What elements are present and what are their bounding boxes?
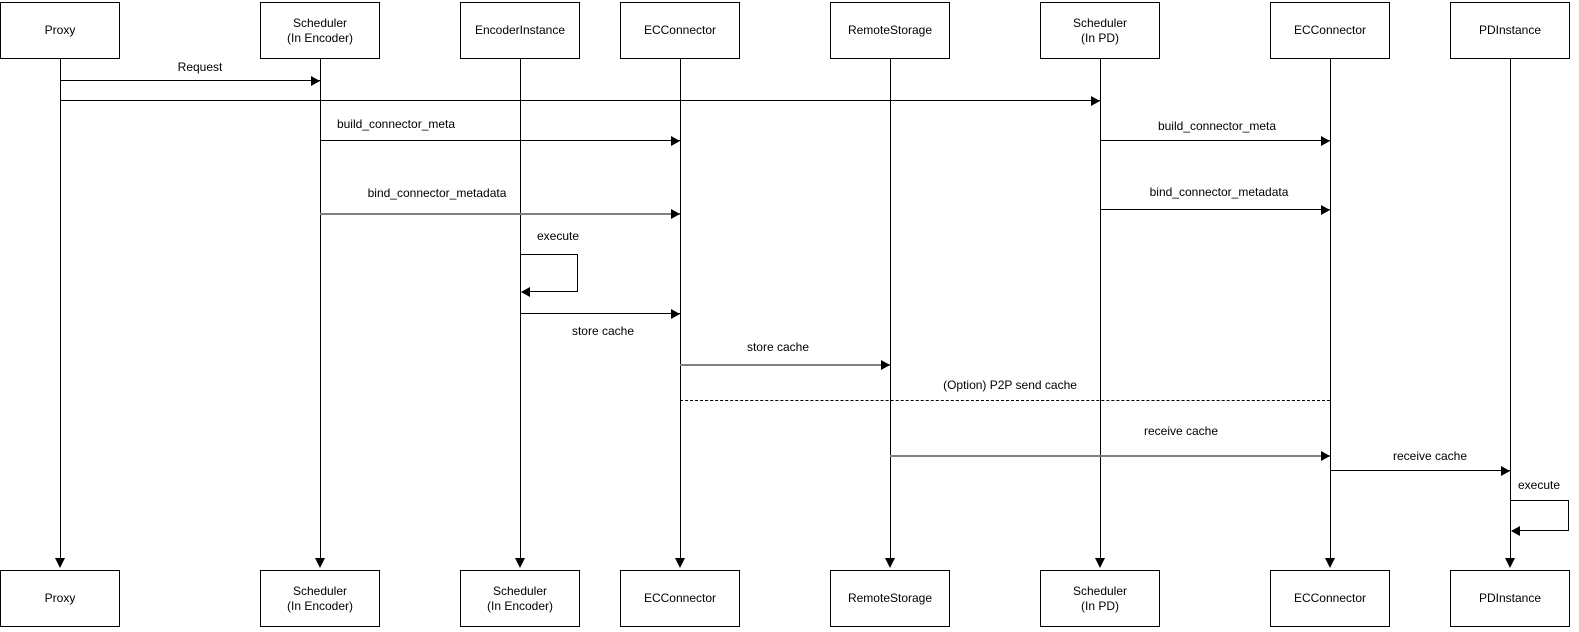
participant-bottom-box-encoder-instance: Scheduler(In Encoder) xyxy=(460,570,580,627)
self-loop-bottom xyxy=(1512,530,1569,531)
lifeline-end-arrowhead xyxy=(885,558,895,568)
participant-top-box-ec-connector-right: ECConnector xyxy=(1270,2,1390,59)
lifeline-end-arrowhead xyxy=(1325,558,1335,568)
participant-top-label: Proxy xyxy=(44,23,76,37)
participant-top-label: ECConnector xyxy=(1293,23,1367,37)
participant-bottom-label: (In Encoder) xyxy=(486,598,554,613)
participant-bottom-box-proxy: Proxy xyxy=(0,570,120,627)
message-line xyxy=(1100,209,1330,210)
message-arrowhead xyxy=(1091,95,1100,106)
message-label: bind_connector_metadata xyxy=(1147,185,1291,199)
participant-top-box-remote-storage: RemoteStorage xyxy=(830,2,950,59)
message-line xyxy=(680,400,1330,401)
self-loop-top xyxy=(1510,500,1568,501)
message-line xyxy=(1100,140,1330,141)
message-label: bind_connector_metadata xyxy=(365,186,509,200)
participant-bottom-label: Scheduler xyxy=(492,583,548,598)
message-label: receive cache xyxy=(1141,424,1221,438)
message-arrowhead xyxy=(671,308,680,319)
participant-bottom-label: Scheduler xyxy=(1072,583,1128,598)
participant-bottom-box-scheduler-pd: Scheduler(In PD) xyxy=(1040,570,1160,627)
message-line xyxy=(60,80,320,81)
participant-bottom-label: Scheduler xyxy=(292,583,348,598)
lifeline-end-arrowhead xyxy=(315,558,325,568)
participant-bottom-label: (In PD) xyxy=(1080,598,1119,613)
message-label: receive cache xyxy=(1390,449,1470,463)
lifeline-end-arrowhead xyxy=(1505,558,1515,568)
self-loop-label: execute xyxy=(1518,478,1561,492)
lifeline-ec-connector-right xyxy=(1330,59,1331,558)
lifeline-scheduler-pd xyxy=(1100,59,1101,558)
lifeline-end-arrowhead xyxy=(55,558,65,568)
self-loop-bottom xyxy=(522,291,578,292)
message-line xyxy=(680,364,890,366)
participant-bottom-label: PDInstance xyxy=(1478,591,1542,605)
message-line xyxy=(890,455,1330,457)
participant-bottom-box-ec-connector-right: ECConnector xyxy=(1270,570,1390,627)
self-loop-arrowhead xyxy=(521,286,530,297)
participant-bottom-box-remote-storage: RemoteStorage xyxy=(830,570,950,627)
message-arrowhead xyxy=(881,359,890,370)
message-label: build_connector_meta xyxy=(1155,119,1279,133)
lifeline-end-arrowhead xyxy=(1095,558,1105,568)
participant-top-box-pd-instance: PDInstance xyxy=(1450,2,1570,59)
participant-top-box-scheduler-encoder: Scheduler(In Encoder) xyxy=(260,2,380,59)
message-arrowhead xyxy=(1321,204,1330,215)
participant-top-label: (In PD) xyxy=(1080,30,1119,45)
participant-top-label: (In Encoder) xyxy=(286,30,354,45)
lifeline-proxy xyxy=(60,59,61,558)
participant-bottom-box-ec-connector-left: ECConnector xyxy=(620,570,740,627)
message-label: (Option) P2P send cache xyxy=(941,378,1079,392)
participant-bottom-label: ECConnector xyxy=(1293,591,1367,605)
message-arrowhead xyxy=(1321,135,1330,146)
participant-bottom-label: (In Encoder) xyxy=(286,598,354,613)
lifeline-pd-instance xyxy=(1510,59,1511,558)
message-label: Request xyxy=(175,60,225,74)
message-label: build_connector_meta xyxy=(334,117,458,131)
lifeline-end-arrowhead xyxy=(515,558,525,568)
self-loop-right xyxy=(1568,500,1569,531)
message-label: store cache xyxy=(744,340,812,354)
participant-top-label: ECConnector xyxy=(643,23,717,37)
lifeline-remote-storage xyxy=(890,59,891,558)
lifeline-encoder-instance xyxy=(520,59,521,558)
participant-bottom-box-scheduler-encoder: Scheduler(In Encoder) xyxy=(260,570,380,627)
participant-bottom-label: RemoteStorage xyxy=(847,591,933,605)
message-line xyxy=(320,140,680,141)
participant-top-label: Scheduler xyxy=(1072,15,1128,30)
lifeline-scheduler-encoder xyxy=(320,59,321,558)
participant-top-label: EncoderInstance xyxy=(474,23,566,37)
participant-top-label: Scheduler xyxy=(292,15,348,30)
self-loop-label: execute xyxy=(537,229,580,243)
message-arrowhead xyxy=(671,135,680,146)
self-loop-top xyxy=(520,254,577,255)
participant-top-box-ec-connector-left: ECConnector xyxy=(620,2,740,59)
message-line xyxy=(60,100,1100,101)
message-line xyxy=(320,213,680,215)
message-line xyxy=(520,313,680,314)
participant-top-box-proxy: Proxy xyxy=(0,2,120,59)
lifeline-ec-connector-left xyxy=(680,59,681,558)
message-arrowhead xyxy=(1501,465,1510,476)
message-arrowhead xyxy=(311,75,320,86)
participant-top-label: RemoteStorage xyxy=(847,23,933,37)
participant-bottom-label: Proxy xyxy=(44,591,76,605)
message-arrowhead xyxy=(671,208,680,219)
participant-bottom-label: ECConnector xyxy=(643,591,717,605)
message-line xyxy=(1330,470,1510,471)
message-label: store cache xyxy=(569,324,637,338)
participant-top-label: PDInstance xyxy=(1478,23,1542,37)
self-loop-arrowhead xyxy=(1511,525,1520,536)
participant-top-box-encoder-instance: EncoderInstance xyxy=(460,2,580,59)
self-loop-right xyxy=(577,254,578,292)
lifeline-end-arrowhead xyxy=(675,558,685,568)
participant-top-box-scheduler-pd: Scheduler(In PD) xyxy=(1040,2,1160,59)
participant-bottom-box-pd-instance: PDInstance xyxy=(1450,570,1570,627)
message-arrowhead xyxy=(1321,450,1330,461)
